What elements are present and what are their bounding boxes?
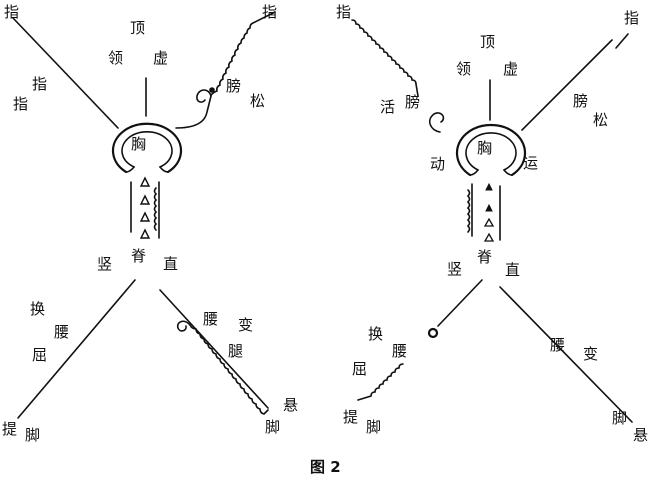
label-yun: 运 bbox=[523, 154, 539, 172]
label-finger: 指 bbox=[4, 3, 20, 21]
left-chest-end-left bbox=[125, 166, 135, 173]
label-chest: 胸 bbox=[131, 135, 147, 153]
label-shu: 竖 bbox=[447, 260, 463, 278]
label-finger: 指 bbox=[624, 9, 640, 27]
left-lower-right-leg-line bbox=[159, 289, 269, 409]
label-ling: 领 bbox=[108, 49, 124, 67]
label-ji: 脊 bbox=[131, 247, 147, 265]
right-spine-triangle bbox=[485, 203, 493, 212]
right-spine-triangle bbox=[483, 217, 495, 227]
left-chest-end-right bbox=[159, 166, 169, 173]
left-shoulder-spiral bbox=[196, 89, 212, 103]
right-upper-right-arm-line bbox=[521, 39, 613, 131]
right-chest-inner-ring bbox=[465, 132, 517, 171]
left-spine-triangle bbox=[139, 194, 151, 205]
left-leg-wavy-line bbox=[189, 324, 269, 415]
label-zhi: 直 bbox=[163, 255, 179, 273]
label-xu: 虚 bbox=[503, 60, 519, 78]
label-xuan: 悬 bbox=[633, 426, 649, 444]
left-shoulder-dot bbox=[209, 87, 215, 93]
left-chest-outer-ring bbox=[111, 122, 183, 174]
left-lower-left-leg-line bbox=[17, 279, 136, 419]
label-qu: 屈 bbox=[352, 360, 368, 378]
right-spine-triangle bbox=[485, 182, 493, 191]
label-song: 松 bbox=[250, 92, 266, 110]
figure-caption: 图 2 bbox=[310, 458, 341, 476]
label-tui: 腿 bbox=[228, 342, 244, 360]
label-finger: 指 bbox=[262, 3, 278, 21]
label-finger: 指 bbox=[336, 3, 352, 21]
left-spine-triangle bbox=[139, 211, 151, 222]
right-upper-left-wavy-line bbox=[351, 19, 419, 97]
label-ling: 领 bbox=[456, 60, 472, 78]
right-chest-outer-ring bbox=[455, 123, 527, 177]
left-upper-right-arm-line bbox=[175, 95, 212, 129]
label-huan: 换 bbox=[30, 300, 46, 318]
label-jiao: 脚 bbox=[366, 418, 382, 436]
right-figure-lines bbox=[351, 19, 633, 423]
right-knee-spiral bbox=[427, 327, 439, 339]
left-spine-triangle bbox=[139, 228, 151, 239]
label-xu: 虚 bbox=[153, 49, 169, 67]
label-song: 松 bbox=[593, 111, 609, 129]
label-ding: 顶 bbox=[130, 19, 146, 37]
left-spine-triangle bbox=[139, 176, 151, 187]
right-chest-end-right bbox=[503, 169, 513, 176]
label-huan: 换 bbox=[368, 325, 384, 343]
right-finger-dash bbox=[615, 33, 629, 49]
right-shoulder-spiral bbox=[428, 112, 445, 133]
right-spine-wavy-line bbox=[466, 189, 471, 233]
label-jiao: 脚 bbox=[25, 426, 41, 444]
right-leg-wavy-line bbox=[357, 363, 404, 401]
label-dong: 动 bbox=[430, 155, 446, 173]
label-jiao: 脚 bbox=[265, 418, 281, 436]
label-yao: 腰 bbox=[550, 336, 566, 354]
label-ti: 提 bbox=[2, 420, 18, 438]
left-spine-wavy-line bbox=[153, 187, 158, 231]
label-finger: 指 bbox=[32, 75, 48, 93]
right-spine-triangle bbox=[483, 232, 495, 242]
label-xuan: 悬 bbox=[283, 396, 299, 414]
label-bang: 膀 bbox=[573, 92, 589, 110]
label-ji: 脊 bbox=[477, 248, 493, 266]
label-yao: 腰 bbox=[392, 342, 408, 360]
label-zhi: 直 bbox=[505, 261, 521, 279]
left-chest-inner-ring bbox=[121, 130, 173, 168]
label-bang: 膀 bbox=[226, 77, 242, 95]
label-yao: 腰 bbox=[203, 310, 219, 328]
right-lower-left-leg-line bbox=[437, 279, 483, 327]
label-yao: 腰 bbox=[54, 323, 70, 341]
label-shu: 竖 bbox=[97, 255, 113, 273]
label-huo: 活 bbox=[380, 98, 396, 116]
left-shoulder-wavy-line bbox=[210, 11, 276, 96]
label-bian: 变 bbox=[238, 316, 254, 334]
label-chest: 胸 bbox=[477, 139, 493, 157]
label-finger: 指 bbox=[13, 95, 29, 113]
label-qu: 屈 bbox=[32, 346, 48, 364]
label-jiao: 脚 bbox=[612, 409, 628, 427]
label-ti: 提 bbox=[343, 408, 359, 426]
left-figure-lines bbox=[12, 11, 276, 419]
label-bian: 变 bbox=[583, 345, 599, 363]
right-lower-right-leg-line bbox=[499, 286, 633, 423]
label-bang: 膀 bbox=[405, 93, 421, 111]
left-upper-left-arm-line bbox=[12, 17, 119, 129]
label-ding: 顶 bbox=[480, 33, 496, 51]
left-knee-spiral bbox=[176, 320, 191, 332]
right-chest-end-left bbox=[469, 169, 479, 176]
